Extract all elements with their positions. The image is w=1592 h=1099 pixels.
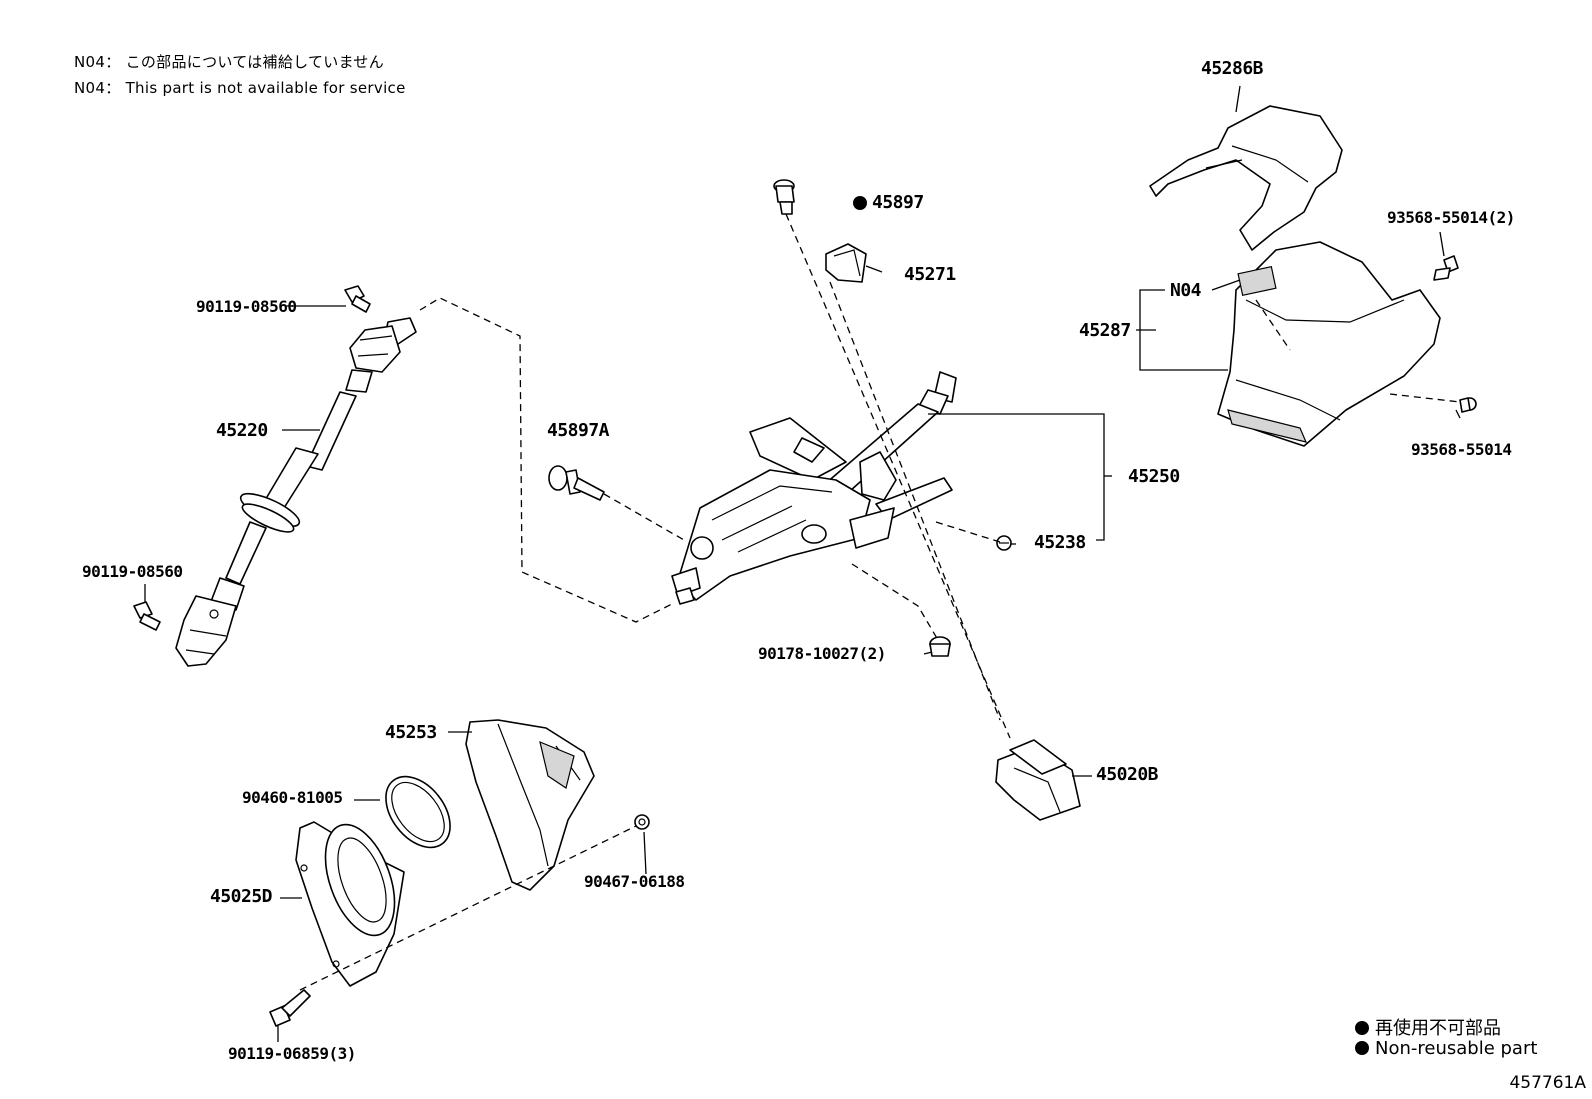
bolt-upper-drawing (344, 285, 371, 313)
part-label-45286B[interactable]: 45286B (1201, 58, 1264, 79)
legend-japanese-text: 再使用不可部品 (1375, 1018, 1501, 1039)
bolt-45897A-drawing (548, 465, 605, 501)
part-label-45253[interactable]: 45253 (385, 722, 437, 743)
non-reusable-dot-icon (1355, 1021, 1369, 1035)
part-label-90460-81005[interactable]: 90460-81005 (242, 788, 343, 807)
lower-column-cover-drawing (1217, 241, 1441, 447)
part-label-93568-55014-2[interactable]: 93568-55014(2) (1387, 208, 1515, 227)
assembly-dashed-lines (299, 213, 1461, 991)
non-reusable-dot-icon (1355, 1041, 1369, 1055)
part-label-90119-08560-upper[interactable]: 90119-08560 (196, 297, 297, 316)
upper-column-cover-drawing (1149, 105, 1343, 251)
part-label-N04[interactable]: N04 (1170, 280, 1202, 301)
part-label-45220[interactable]: 45220 (216, 420, 268, 441)
grommet-45025D-drawing (295, 821, 405, 987)
bolt-90119-06859-drawing (269, 989, 311, 1027)
note-japanese: N04： この部品については補給していません (74, 53, 385, 71)
steering-column-assembly-drawing (671, 371, 957, 605)
note-english: N04： This part is not available for serv… (74, 79, 406, 97)
leader-lines (144, 85, 1461, 1042)
intermediate-shaft-drawing (175, 317, 417, 667)
part-label-93568-55014[interactable]: 93568-55014 (1411, 440, 1512, 459)
part-label-45025D[interactable]: 45025D (210, 886, 273, 907)
bolt-45897-drawing (773, 179, 795, 215)
part-label-45250[interactable]: 45250 (1128, 466, 1180, 487)
hole-cover-45253-drawing (465, 719, 595, 891)
legend-english: Non-reusable part (1355, 1038, 1537, 1059)
screw-93568-upper-drawing (1433, 255, 1459, 281)
part-label-90119-06859-3[interactable]: 90119-06859(3) (228, 1044, 356, 1063)
part-label-45238[interactable]: 45238 (1034, 532, 1086, 553)
non-reusable-marker-45897 (853, 196, 867, 210)
part-label-90178-10027-2[interactable]: 90178-10027(2) (758, 644, 886, 663)
part-label-45287[interactable]: 45287 (1079, 320, 1131, 341)
switch-bracket-45020B-drawing (995, 739, 1081, 821)
screw-93568-lower-drawing (1459, 397, 1477, 413)
figure-number: 457761A (1509, 1073, 1586, 1093)
seal-ring-drawing (385, 775, 451, 849)
clip-90467-drawing (634, 814, 650, 830)
part-label-90467-06188[interactable]: 90467-06188 (584, 872, 685, 891)
part-label-45020B[interactable]: 45020B (1096, 764, 1159, 785)
bolt-lower-drawing (133, 601, 161, 631)
legend-japanese: 再使用不可部品 (1355, 1014, 1501, 1040)
part-label-90119-08560-lower[interactable]: 90119-08560 (82, 562, 183, 581)
part-label-45897[interactable]: 45897 (872, 192, 924, 213)
part-label-45271[interactable]: 45271 (904, 264, 956, 285)
part-label-45897A[interactable]: 45897A (547, 420, 610, 441)
clip-45238-drawing (996, 535, 1012, 551)
nut-90178-drawing (929, 636, 951, 657)
clip-45271-drawing (825, 243, 867, 283)
legend-english-text: Non-reusable part (1375, 1038, 1538, 1059)
